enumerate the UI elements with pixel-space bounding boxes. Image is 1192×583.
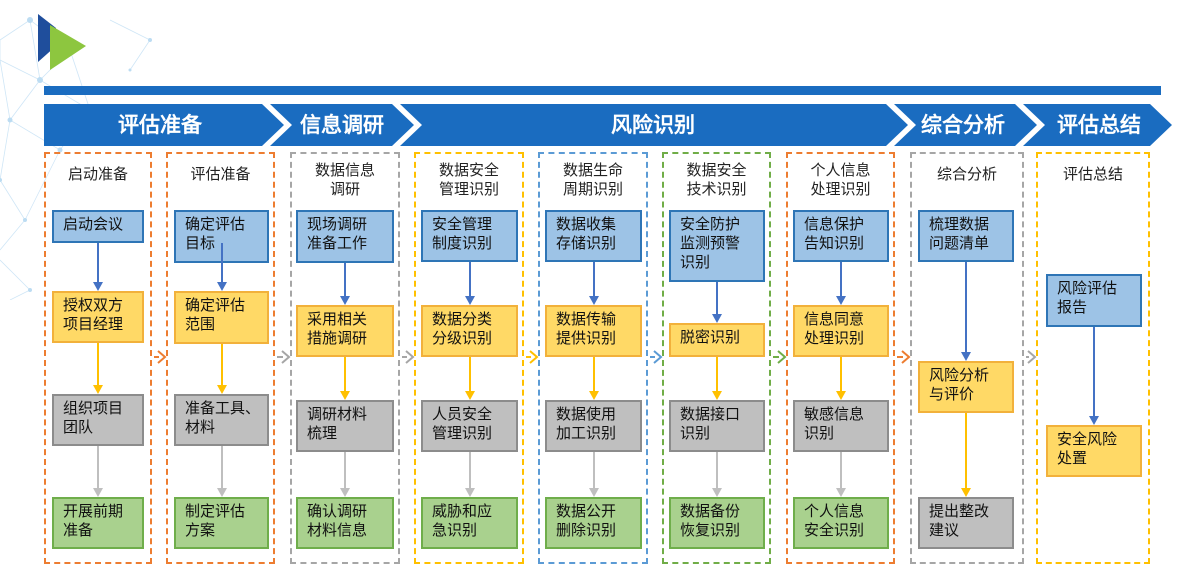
process-step-box: 启动会议 (52, 210, 144, 243)
process-column (166, 152, 275, 564)
process-step-box: 采用相关 措施调研 (296, 305, 394, 357)
logo-green-shape (50, 25, 86, 70)
process-step-box: 威胁和应 急识别 (421, 497, 518, 549)
process-step-box: 风险分析 与评价 (918, 361, 1014, 413)
between-column-arrow (154, 350, 167, 364)
process-step-box: 脱密识别 (669, 323, 765, 357)
stage-chevrons (44, 104, 1172, 146)
between-column-arrow (897, 350, 911, 364)
column-title: 数据信息 调研 (314, 161, 375, 198)
process-column (290, 152, 400, 564)
stage-label-comprehensive-analysis: 综合分析 (921, 113, 1005, 137)
process-step-box: 信息保护 告知识别 (793, 210, 889, 262)
process-step-box: 数据接口 识别 (669, 400, 765, 452)
process-step-box: 授权双方 项目经理 (52, 291, 144, 343)
between-column-arrow (277, 350, 291, 364)
process-step-box: 风险评估 报告 (1046, 274, 1142, 327)
process-step-box: 梳理数据 问题清单 (918, 210, 1014, 262)
process-step-box: 安全管理 制度识别 (421, 210, 518, 262)
stage-label-info-research: 信息调研 (300, 113, 384, 137)
process-step-box: 准备工具、 材料 (174, 394, 269, 446)
column-title: 评估准备 (190, 165, 251, 183)
process-step-box: 敏感信息 识别 (793, 400, 889, 452)
column-title: 启动准备 (67, 165, 128, 183)
process-column (44, 152, 152, 564)
process-step-box: 组织项目 团队 (52, 394, 144, 446)
process-step-box: 安全防护 监测预警 识别 (669, 210, 765, 282)
stage-label-evaluation-prep: 评估准备 (118, 113, 202, 137)
process-column (414, 152, 524, 564)
process-column (538, 152, 648, 564)
header-rule (44, 86, 1161, 95)
stage-chevron-info-research (270, 104, 414, 146)
stage-chevron-evaluation-prep (44, 104, 284, 146)
column-title: 综合分析 (936, 165, 997, 183)
column-title: 评估总结 (1062, 165, 1123, 183)
between-column-arrow (402, 350, 415, 364)
column-title: 数据生命 周期识别 (562, 161, 623, 198)
between-column-arrow (526, 350, 539, 364)
process-step-box: 确定评估 范围 (174, 291, 269, 344)
process-step-box: 确认调研 材料信息 (296, 497, 394, 549)
stage-chevron-summary (1023, 104, 1172, 146)
process-step-box: 数据收集 存储识别 (545, 210, 642, 262)
company-logo (38, 14, 86, 70)
stage-label-summary: 评估总结 (1057, 113, 1141, 137)
process-column (662, 152, 771, 564)
process-step-box: 制定评估 方案 (174, 497, 269, 549)
process-column (910, 152, 1024, 564)
process-step-box: 数据传输 提供识别 (545, 305, 642, 357)
process-step-box: 确定评估 目标 (174, 210, 269, 263)
process-column (1036, 152, 1150, 564)
between-column-arrow (1026, 350, 1037, 364)
process-step-box: 数据备份 恢复识别 (669, 497, 765, 549)
between-column-arrow (773, 350, 787, 364)
column-title: 数据安全 管理识别 (438, 161, 499, 198)
stage-label-risk-identification: 风险识别 (611, 113, 695, 137)
process-step-box: 人员安全 管理识别 (421, 400, 518, 452)
between-column-arrow (650, 350, 663, 364)
process-step-box: 数据分类 分级识别 (421, 305, 518, 357)
process-step-box: 调研材料 梳理 (296, 400, 394, 452)
process-step-box: 现场调研 准备工作 (296, 210, 394, 263)
process-step-box: 数据公开 删除识别 (545, 497, 642, 549)
process-step-box: 开展前期 准备 (52, 497, 144, 549)
process-step-box: 提出整改 建议 (918, 497, 1014, 549)
column-title: 个人信息 处理识别 (810, 161, 871, 198)
column-title: 数据安全 技术识别 (686, 161, 747, 198)
stage-chevron-risk-identification (400, 104, 908, 146)
process-column (786, 152, 895, 564)
stage-chevron-comprehensive-analysis (894, 104, 1037, 146)
process-step-box: 个人信息 安全识别 (793, 497, 889, 549)
process-step-box: 安全风险 处置 (1046, 425, 1142, 477)
process-step-box: 信息同意 处理识别 (793, 305, 889, 357)
process-step-box: 数据使用 加工识别 (545, 400, 642, 452)
